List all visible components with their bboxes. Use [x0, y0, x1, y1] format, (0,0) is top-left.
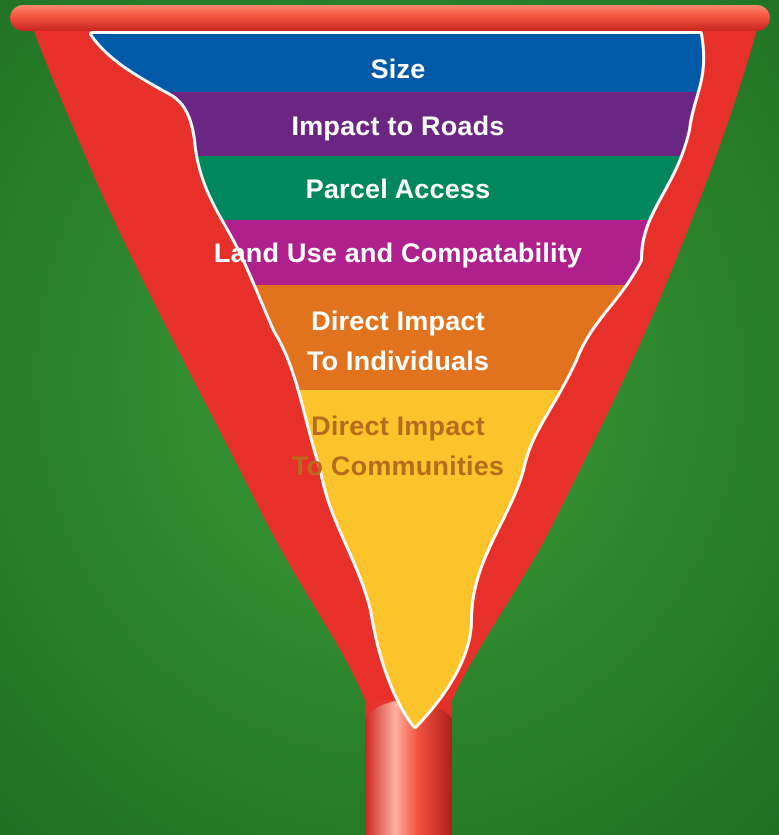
funnel-spout [365, 700, 452, 835]
stage-label-3-line-1: Parcel Access [306, 174, 491, 204]
stage-label-5-line-1: Direct Impact [311, 306, 485, 336]
stage-label-6-line-1: Direct Impact [311, 411, 485, 441]
stage-label-5-line-2: To Individuals [307, 346, 489, 376]
stage-label-2-line-1: Impact to Roads [291, 111, 504, 141]
stage-label-6-line-2: To Communities [292, 451, 504, 481]
stage-label-4-line-1: Land Use and Compatability [214, 238, 582, 268]
funnel-rim [10, 5, 770, 31]
stage-band-1 [92, 34, 703, 92]
stage-label-1-line-1: Size [371, 54, 426, 84]
